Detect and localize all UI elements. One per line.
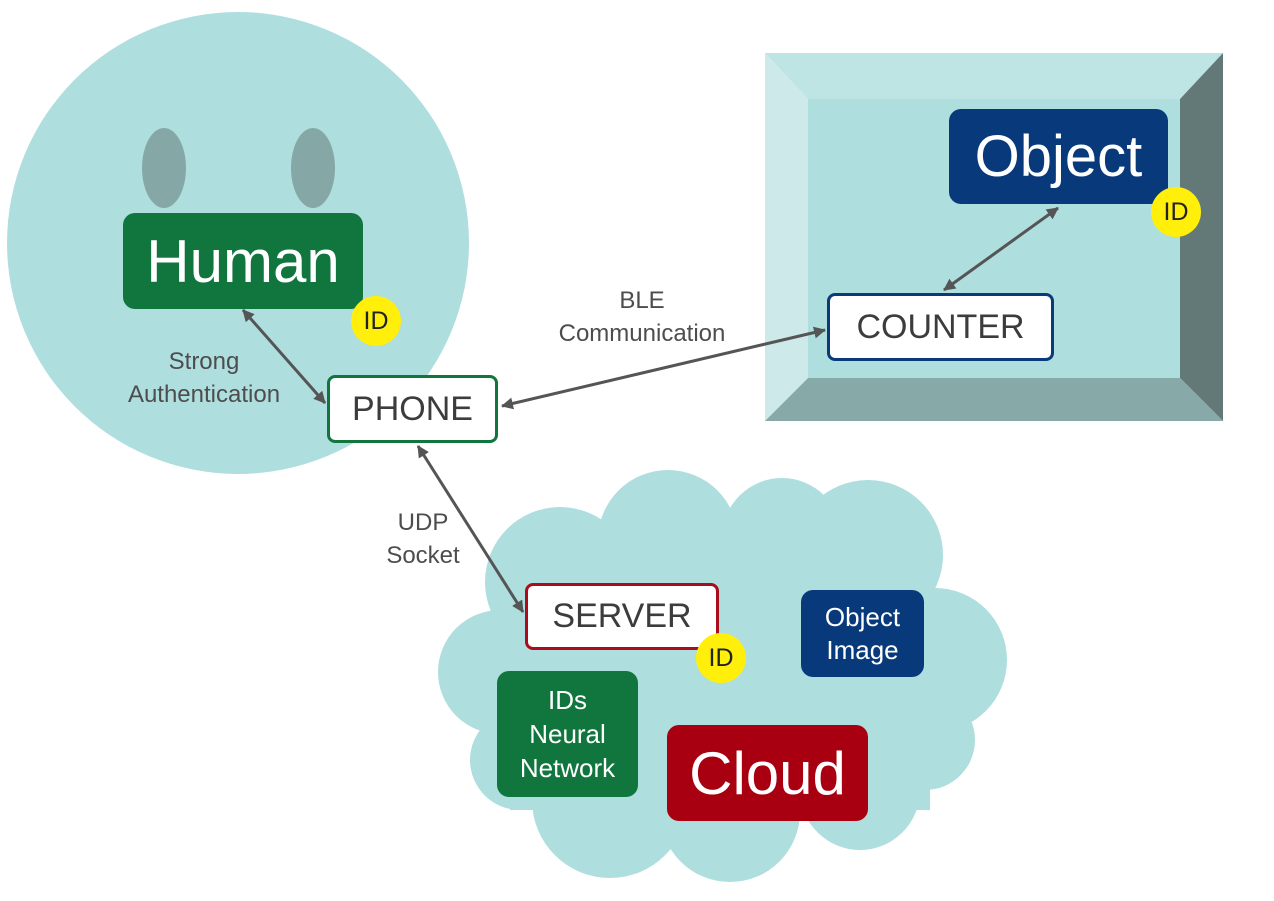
ids-neural-network-node: IDs Neural Network <box>497 671 638 797</box>
human-id-text: ID <box>363 306 389 335</box>
ids-nn-line2: Neural <box>529 719 606 749</box>
counter-label: COUNTER <box>856 307 1025 346</box>
object-id-text: ID <box>1163 197 1189 226</box>
ble-communication-label: BLE Communication <box>537 284 747 350</box>
counter-node: COUNTER <box>827 293 1054 361</box>
udp-socket-line2: Socket <box>386 542 460 569</box>
human-id-badge: ID <box>351 296 401 346</box>
cloud-label: Cloud <box>689 739 846 807</box>
object-image-node: Object Image <box>801 590 924 677</box>
phone-node: PHONE <box>327 375 498 443</box>
object-image-line2: Image <box>826 634 899 665</box>
server-id-badge: ID <box>696 633 746 683</box>
ble-communication-line1: BLE <box>619 287 665 314</box>
object-label: Object <box>974 124 1143 189</box>
strong-authentication-line1: Strong <box>168 348 240 375</box>
edge-counter-object <box>943 206 1059 292</box>
udp-socket-label: UDP Socket <box>363 506 483 572</box>
phone-label: PHONE <box>352 389 473 428</box>
object-id-badge: ID <box>1151 187 1201 237</box>
human-node: Human <box>123 213 363 309</box>
ids-nn-line3: Network <box>519 753 616 783</box>
udp-socket-line1: UDP <box>397 509 449 536</box>
ble-communication-line2: Communication <box>558 320 726 347</box>
human-label: Human <box>146 227 340 295</box>
strong-authentication-line2: Authentication <box>127 381 281 408</box>
edge-phone-server <box>416 445 525 613</box>
object-node: Object <box>949 109 1168 204</box>
edge-human-phone <box>241 309 327 404</box>
left-eye-shape <box>142 128 186 208</box>
server-node: SERVER <box>525 583 719 650</box>
ids-nn-line1: IDs <box>548 685 587 715</box>
server-id-text: ID <box>708 643 734 672</box>
strong-authentication-label: Strong Authentication <box>104 345 304 411</box>
right-eye-shape <box>291 128 335 208</box>
edge-phone-counter <box>501 326 826 410</box>
cloud-node: Cloud <box>667 725 868 821</box>
server-label: SERVER <box>552 597 692 635</box>
object-image-line1: Object <box>824 601 901 632</box>
